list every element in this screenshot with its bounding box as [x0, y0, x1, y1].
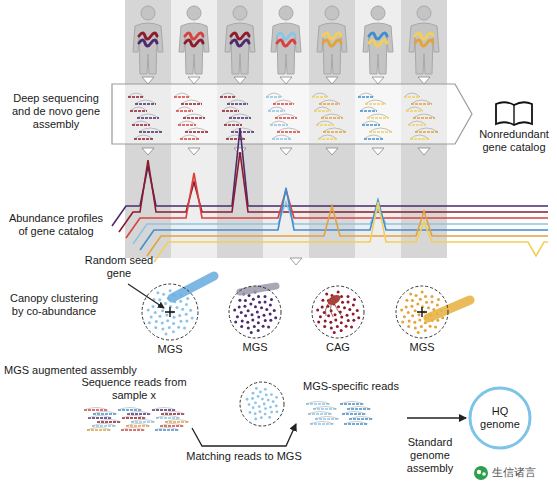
abundance-line: [154, 202, 548, 262]
node-label: CAG: [326, 341, 350, 354]
section-label: MGS augmented assembly: [4, 364, 144, 377]
abundance-line: [119, 152, 548, 232]
human-figures: [133, 6, 439, 74]
circle-outline: [140, 282, 200, 342]
assembly-arrow-band: [112, 84, 472, 144]
edge-label: Matching reads to MGS: [179, 450, 309, 463]
abundance-line: [140, 188, 548, 250]
book-icon: [474, 98, 554, 128]
human-figure: [271, 6, 301, 74]
circle-outline: [227, 284, 283, 340]
seed-leader: [128, 284, 164, 308]
section-label: Canopy clustering by co-abundance: [4, 292, 104, 318]
node-label: Sequence reads from sample x: [78, 376, 190, 402]
cluster-circle: MGS: [227, 284, 283, 340]
human-figure: [179, 6, 209, 74]
watermark-icon: [474, 466, 488, 480]
human-figure: [133, 6, 163, 74]
section-label: Deep sequencing and de novo gene assembl…: [4, 92, 108, 132]
human-figure: [225, 6, 255, 74]
node-label: MGS: [409, 341, 434, 354]
circle-outline: [394, 284, 450, 340]
cluster-circle: CAG: [310, 284, 366, 340]
abundance-line: [133, 202, 548, 244]
flow-arrow: [407, 417, 466, 418]
circle-outline: [310, 284, 366, 340]
node-label: Nonredundant gene catalog: [474, 128, 554, 154]
cluster-circle: HQ genome: [468, 386, 532, 450]
section-label: Random seed gene: [84, 254, 154, 280]
human-figure: [409, 6, 439, 74]
cluster-circle: MGS: [394, 284, 450, 340]
cluster-circle: MGS: [140, 282, 200, 342]
node-label: HQ genome: [474, 405, 526, 431]
cluster-contents: [147, 276, 470, 336]
read-group: MGS-specific reads: [298, 380, 404, 432]
edge-label: Standard genome assembly: [388, 436, 472, 476]
node-label: MGS-specific reads: [298, 380, 404, 393]
human-figure: [363, 6, 393, 74]
read-group: Sequence reads from sample x: [78, 376, 190, 436]
flow-arrow: [192, 424, 296, 446]
catalog-book: Nonredundant gene catalog: [474, 98, 554, 164]
human-figure: [317, 6, 347, 74]
node-label: MGS: [242, 341, 267, 354]
abundance-line: [126, 173, 548, 238]
node-label: MGS: [157, 343, 182, 356]
watermark: 生信诸言: [492, 466, 552, 479]
sequence-reads: [128, 93, 438, 139]
abundance-line: [147, 206, 548, 256]
section-label: Abundance profiles of gene catalog: [4, 212, 108, 238]
